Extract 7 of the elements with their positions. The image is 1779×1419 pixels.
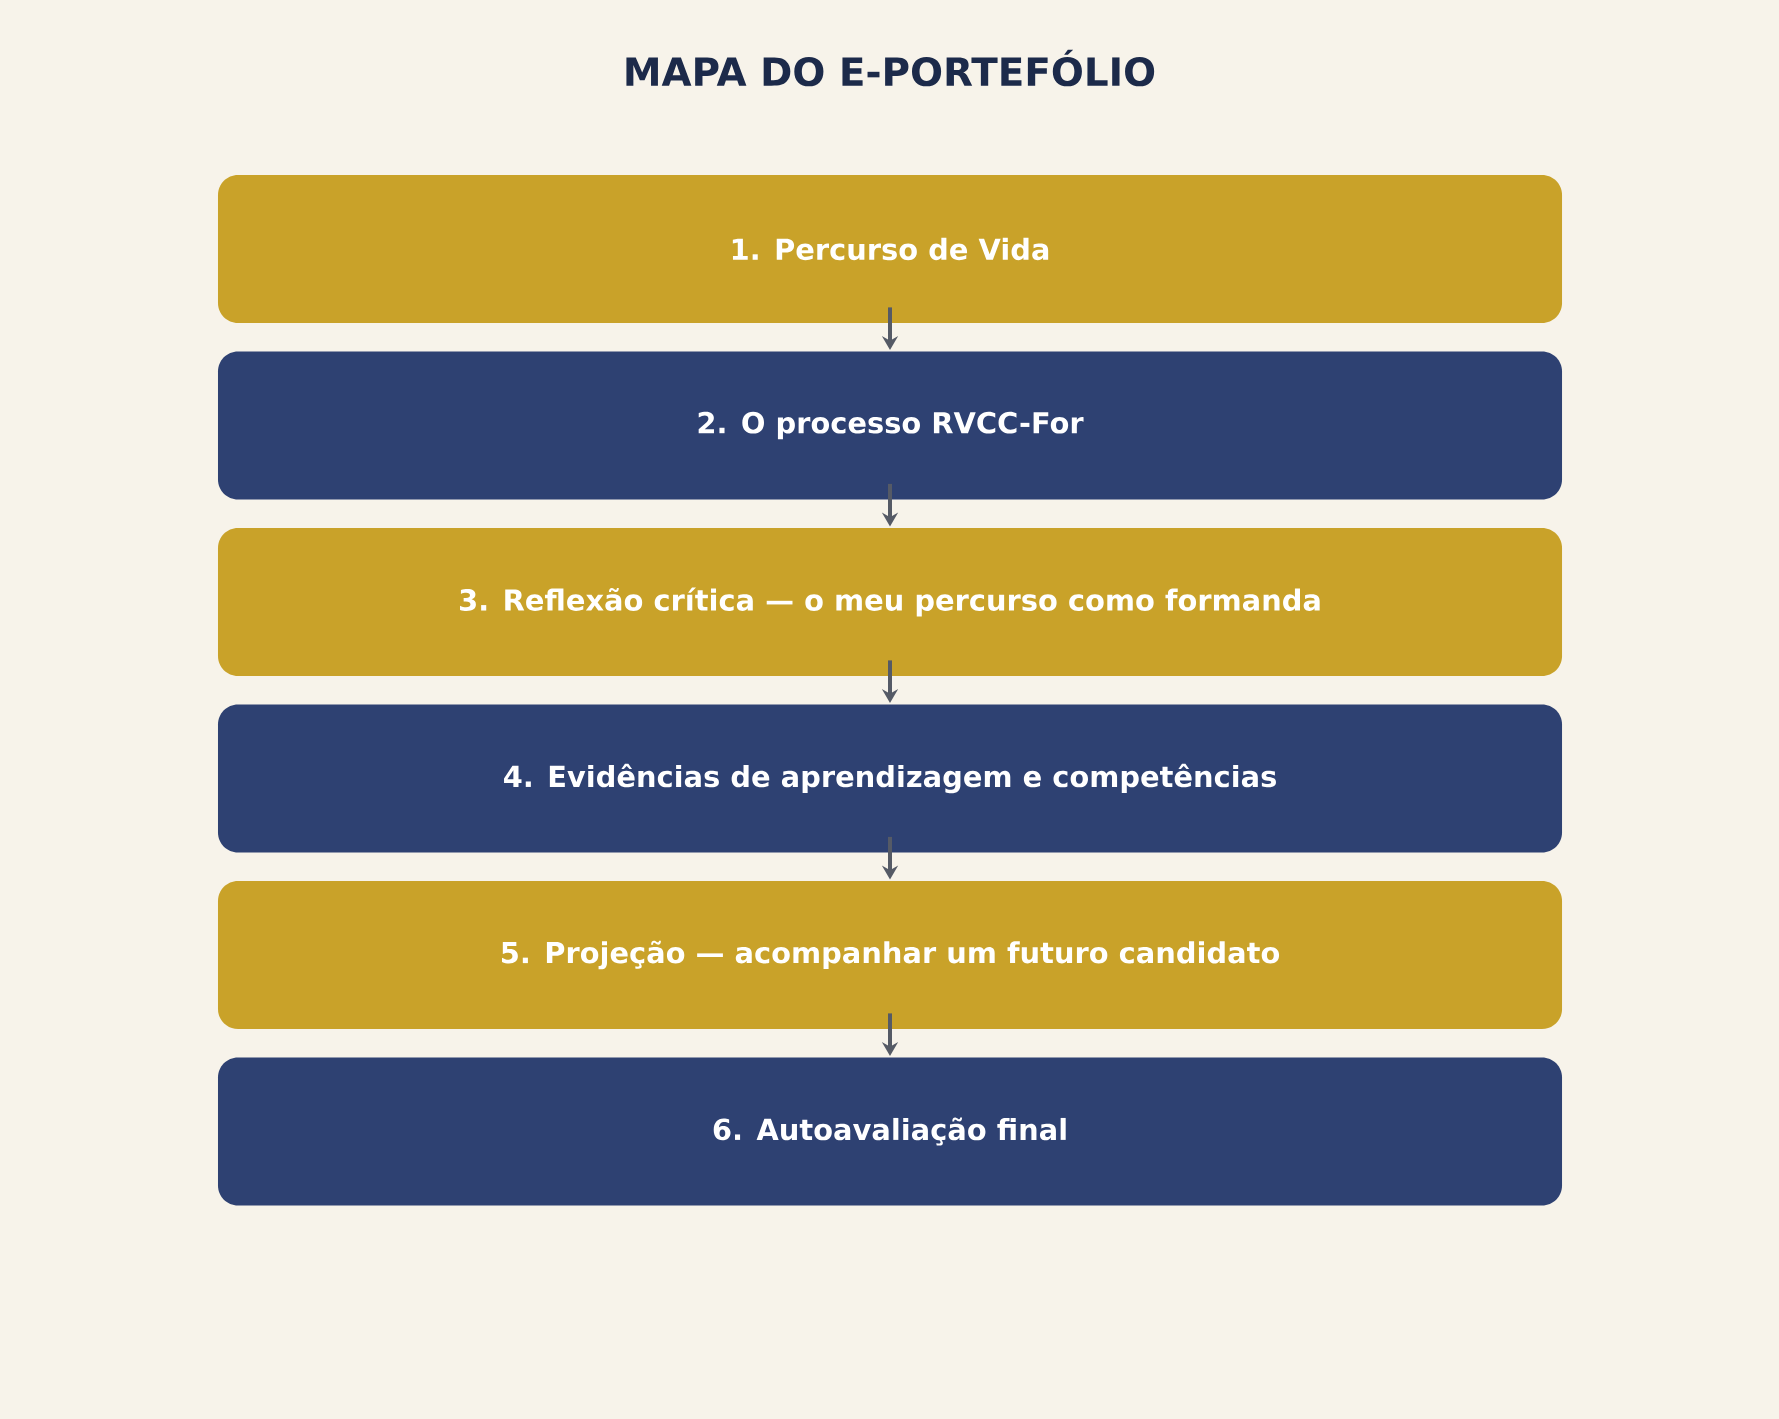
title: MAPA DO E-PORTEFÓLIO: [626, 49, 1155, 87]
process-box: 6. Autoavaliação final: [218, 1057, 1563, 1206]
process-box: 5. Projeção — acompanhar um futuro candidato: [218, 881, 1563, 1029]
process-box: 4. Evidências de aprendizagem e competências: [218, 704, 1563, 853]
process-box: 1. Percurso de Vida: [218, 175, 1563, 323]
process-box: 3. Reflexão crítica — o meu percurso como formanda: [218, 528, 1563, 676]
process-box: 2. O processo RVCC-For: [218, 351, 1563, 500]
